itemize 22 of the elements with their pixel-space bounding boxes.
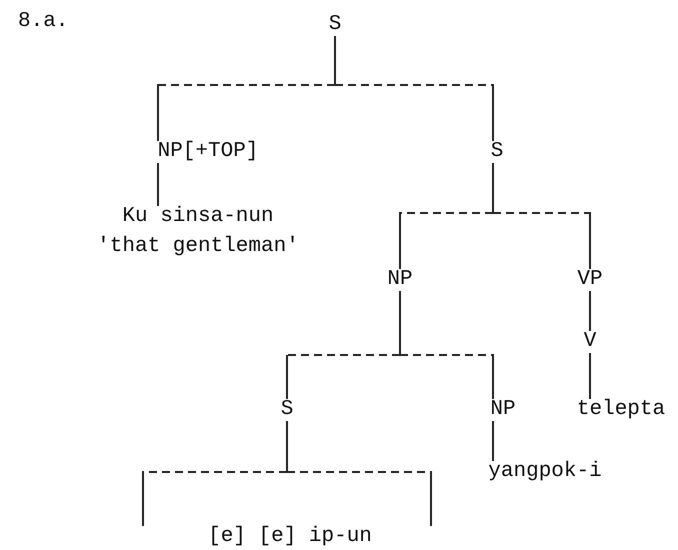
tree-node-label: 'that gentleman' xyxy=(97,234,299,260)
tree-node-label: telepta xyxy=(576,395,666,425)
example-number: 8.a. xyxy=(18,10,68,33)
tree-node-label: NP[+TOP] xyxy=(158,137,258,167)
tree-node-label: VP xyxy=(577,265,603,295)
tree-node-label: [e] [e] ip-un xyxy=(208,522,372,550)
tree-node-label: V xyxy=(584,327,596,357)
tree-branch-line xyxy=(157,163,159,206)
tree-node-label: yangpok-i xyxy=(488,457,602,487)
tree-node-label: NP xyxy=(387,265,413,295)
tree-branch-line xyxy=(334,36,494,141)
tree-branch-line xyxy=(589,353,591,399)
tree-branch-line xyxy=(492,163,591,269)
tree-branch-line xyxy=(492,421,494,461)
tree-node-label: S xyxy=(490,137,504,167)
tree-node-label: S xyxy=(328,10,342,40)
tree-node-label: Ku sinsa-nun xyxy=(121,204,275,230)
tree-node-label: NP xyxy=(490,395,516,425)
tree-branch-line xyxy=(399,291,494,399)
tree-node-label: S xyxy=(280,395,294,425)
tree-branch-line xyxy=(142,421,288,526)
tree-branch-line xyxy=(589,291,591,331)
